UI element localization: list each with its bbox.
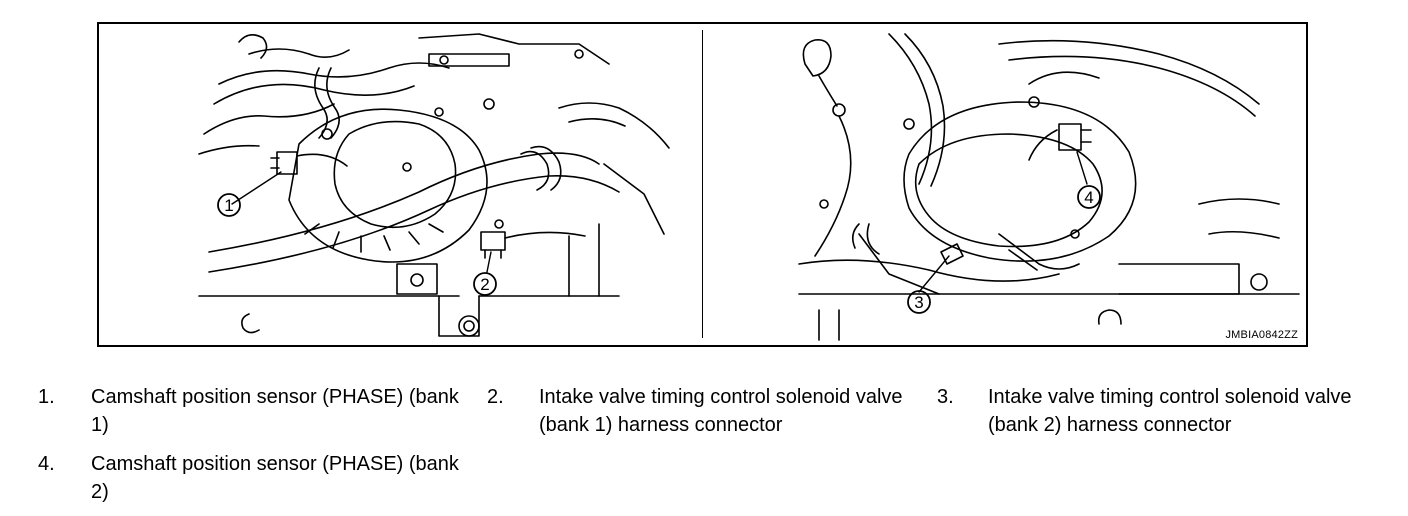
legend-text: Camshaft position sensor (PHASE) (bank 2… (91, 453, 459, 503)
legend-number: 1. (38, 386, 55, 408)
panel-divider (702, 30, 703, 338)
callout-label-3: 3 (914, 293, 923, 312)
engine-diagram-figure: 1 2 3 4 JMBIA0842ZZ (97, 22, 1308, 347)
left-engine-view (198, 33, 670, 337)
legend-number: 2. (487, 386, 504, 408)
callout-label-2: 2 (480, 275, 489, 294)
callout-circle-1 (217, 193, 241, 217)
legend-number: 4. (38, 453, 55, 475)
legend-text: Intake valve timing control solenoid val… (988, 386, 1352, 436)
legend-text: Camshaft position sensor (PHASE) (bank 1… (91, 386, 459, 436)
callout-label-1: 1 (224, 196, 233, 215)
legend-number: 3. (937, 386, 954, 408)
callout-circle-4 (1077, 185, 1101, 209)
right-engine-view (798, 33, 1300, 341)
legend-text: Intake valve timing control solenoid val… (539, 386, 903, 436)
callout-label-4: 4 (1084, 188, 1093, 207)
callout-circle-3 (907, 290, 931, 314)
figure-code: JMBIA0842ZZ (1225, 329, 1298, 341)
engine-illustration: 1 2 3 4 (198, 33, 1300, 341)
callout-circle-2 (473, 272, 497, 296)
